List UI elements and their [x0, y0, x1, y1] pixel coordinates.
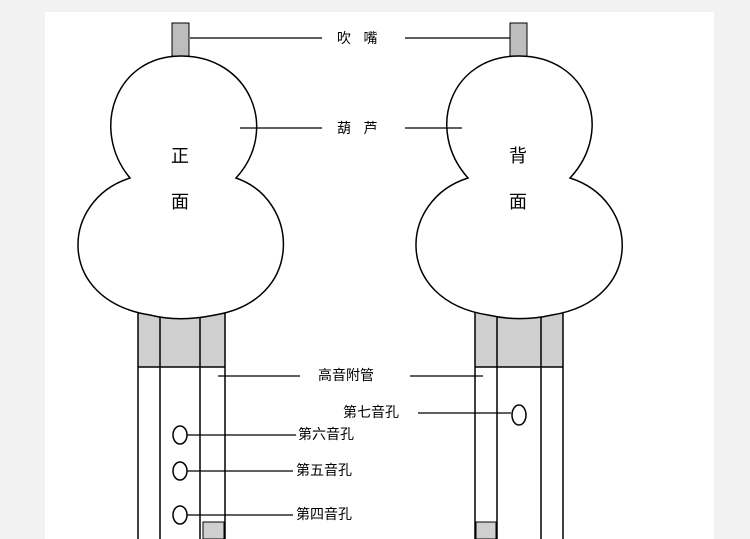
label-hole-4: 第四音孔	[296, 507, 352, 523]
back-mouthpiece	[509, 22, 528, 57]
back-label-char2: 面	[509, 192, 527, 213]
front-label-char2: 面	[171, 192, 189, 213]
back-pipes	[474, 312, 564, 539]
label-gourd: 葫 芦	[337, 121, 382, 137]
back-gourd	[415, 55, 623, 320]
leader-lines	[187, 37, 511, 516]
front-label-char1: 正	[171, 146, 189, 167]
back-label-char1: 背	[509, 146, 527, 167]
label-hole-5: 第五音孔	[296, 463, 352, 479]
front-hole-6	[172, 425, 188, 445]
label-high-pipe: 高音附管	[318, 368, 374, 384]
back-hole-7	[511, 404, 527, 426]
label-hole-6: 第六音孔	[298, 427, 354, 443]
front-hole-4	[172, 505, 188, 525]
front-gourd	[77, 55, 285, 320]
front-hole-5	[172, 461, 188, 481]
front-mouthpiece	[171, 22, 190, 57]
label-mouthpiece: 吹 嘴	[337, 31, 382, 47]
label-hole-7: 第七音孔	[343, 405, 399, 421]
front-pipes	[137, 312, 226, 539]
